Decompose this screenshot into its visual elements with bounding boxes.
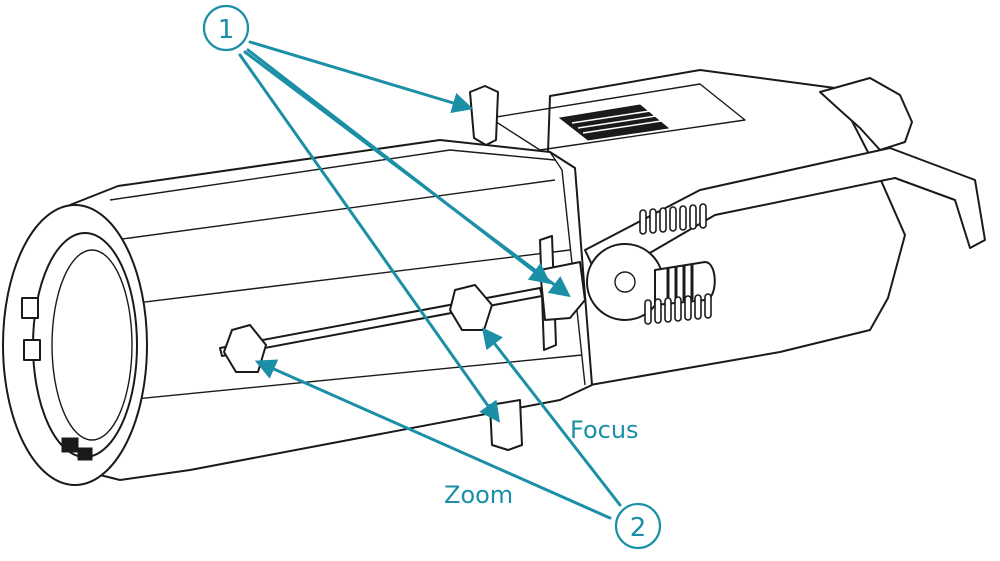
focus-label: Focus — [570, 416, 639, 444]
front-barrel — [69, 139, 593, 481]
shutter-handle-top — [469, 85, 499, 146]
top-vent-slats — [571, 110, 662, 134]
rear-handle — [819, 77, 913, 151]
fixture-body — [2, 69, 986, 486]
callout-1-arrow-bottom-shutter — [238, 53, 501, 423]
gel-frame-slots — [21, 297, 93, 461]
callout-2-circle — [614, 502, 662, 550]
zoom-label: Zoom — [444, 481, 513, 509]
callout-1-circle — [202, 4, 250, 52]
front-ring-inner — [32, 232, 138, 458]
callout-1: 1 — [202, 4, 250, 52]
callout-2-arrow-zoom — [254, 359, 612, 520]
shutter-handle-bottom — [489, 399, 523, 451]
barrel-seam — [549, 151, 586, 386]
callout-1-arrow-clamp — [243, 50, 571, 298]
callout-2-arrows — [254, 327, 622, 520]
callout-2-arrow-focus — [481, 327, 622, 507]
callout-1-arrow-top-shutter — [248, 40, 474, 114]
side-vents-upper — [639, 203, 707, 235]
barrel-ridge-upper — [114, 179, 556, 241]
barrel-ridge-mid — [119, 249, 571, 306]
yoke-lock-knob-grip — [666, 265, 694, 303]
top-plate — [489, 83, 746, 151]
front-ring-lip — [51, 249, 133, 441]
callout-1-arrows — [238, 40, 571, 423]
side-vents-lower — [644, 293, 712, 325]
callout-2: 2 — [614, 502, 662, 550]
callout-1-number: 1 — [218, 15, 235, 45]
barrel-ridge-low — [124, 354, 583, 401]
barrel-ridge-top — [109, 149, 556, 201]
yoke-pivot-inner — [614, 271, 636, 293]
callout-2-number: 2 — [630, 513, 647, 543]
